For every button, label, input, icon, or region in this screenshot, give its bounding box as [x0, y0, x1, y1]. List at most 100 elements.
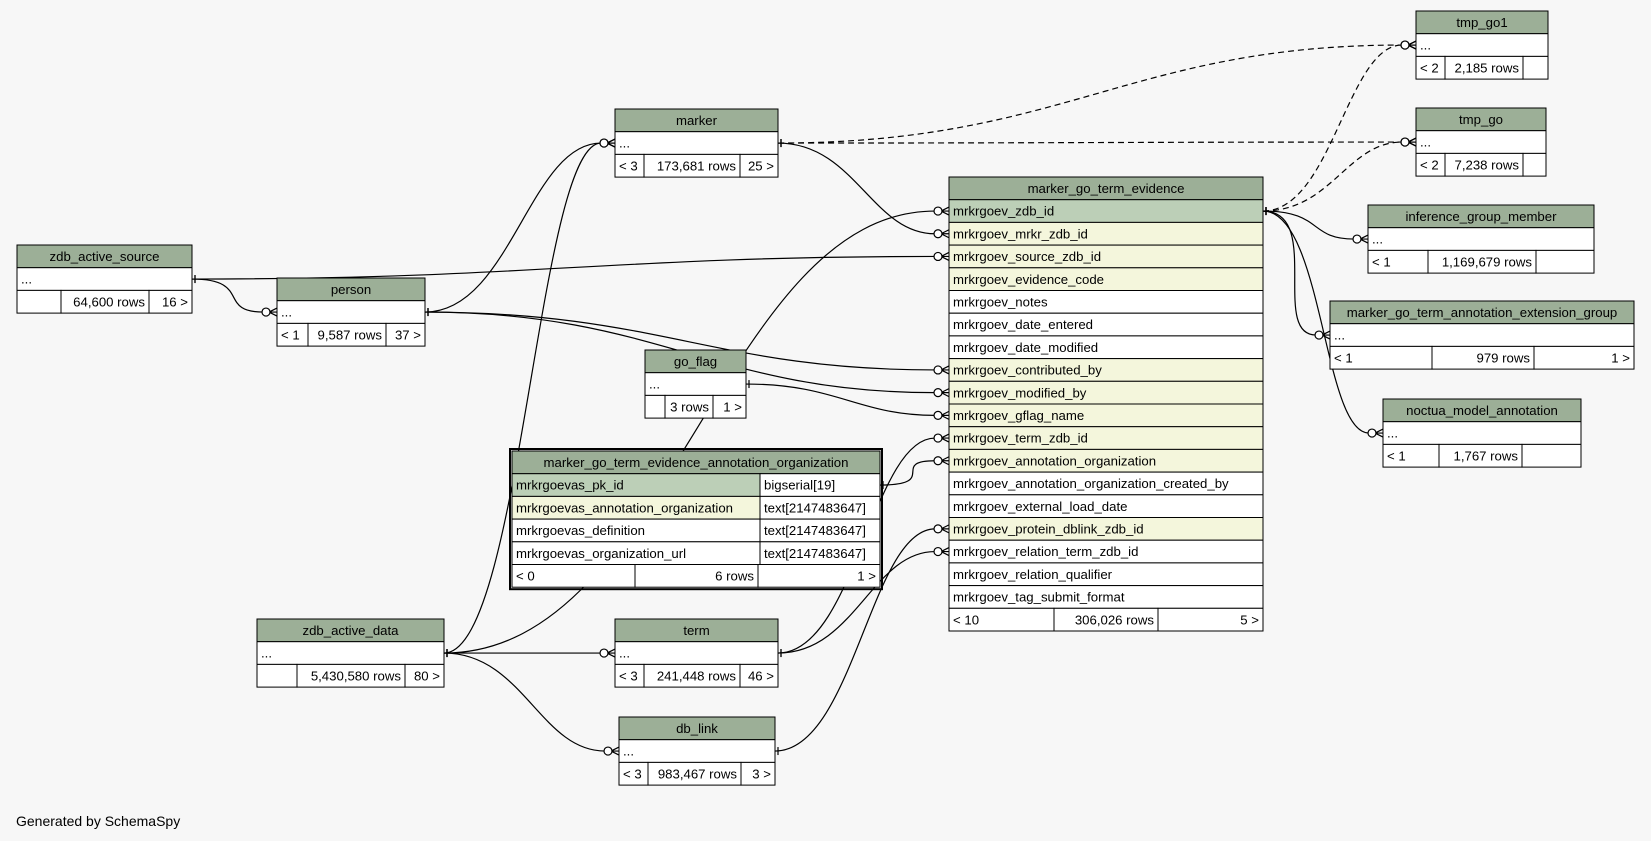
- column-name: ...: [1387, 426, 1398, 441]
- optional-marker: [1367, 428, 1377, 438]
- optional-marker: [933, 251, 943, 262]
- table-mgtea-org[interactable]: marker_go_term_evidence_annotation_organ…: [509, 448, 883, 591]
- relationship-edge: [879, 460, 936, 486]
- stats-rows: 1,767 rows: [1453, 448, 1518, 463]
- column-name: ...: [21, 272, 32, 287]
- column-cell: [1415, 33, 1549, 57]
- relationship-edge: [777, 550, 936, 654]
- column-name: ...: [261, 646, 272, 661]
- relationship-edge: [745, 383, 936, 416]
- column-name: mrkrgoevas_pk_id: [516, 478, 624, 493]
- relationship-edge: [777, 141, 1403, 144]
- table-zdb-active-source[interactable]: zdb_active_source... 64,600 rows 16 >: [16, 244, 193, 314]
- focus-outline: [509, 448, 883, 591]
- table-mgtaeg[interactable]: marker_go_term_annotation_extension_grou…: [1329, 300, 1635, 370]
- stats-children: 37 >: [395, 327, 421, 342]
- optional-marker: [933, 206, 943, 216]
- table-name: db_link: [676, 721, 718, 736]
- column-cell: [618, 739, 776, 763]
- stats-cell-children: [1533, 345, 1635, 370]
- table-name: tmp_go: [1459, 112, 1503, 127]
- relationship-edge: [191, 278, 264, 313]
- column-cell: [644, 372, 747, 396]
- column-name: mrkrgoev_evidence_code: [953, 272, 1104, 287]
- table-mgte[interactable]: marker_go_term_evidence mrkrgoev_zdb_idmr…: [948, 176, 1264, 632]
- stats-children: 16 >: [162, 294, 188, 309]
- column-name: mrkrgoev_zdb_id: [953, 204, 1054, 219]
- column-name: mrkrgoevas_annotation_organization: [516, 500, 733, 515]
- column-name: mrkrgoev_external_load_date: [953, 499, 1127, 514]
- stats-cell-children: [1522, 152, 1547, 177]
- stats-cell-children: [739, 663, 779, 688]
- relationship-edge: [1262, 210, 1370, 434]
- stats-parents: < 1: [1334, 350, 1353, 365]
- stats-parents: < 3: [619, 158, 638, 173]
- table-name: marker_go_term_evidence: [1028, 181, 1185, 196]
- column-name: mrkrgoev_date_entered: [953, 317, 1093, 332]
- stats-rows: 979 rows: [1476, 350, 1530, 365]
- stats-children: 5 >: [1240, 612, 1259, 627]
- stats-cell-children: [404, 663, 445, 688]
- column-name: mrkrgoev_tag_submit_format: [953, 590, 1125, 605]
- column-cell: [1415, 130, 1547, 154]
- stats-cell-children: [1521, 443, 1582, 468]
- optional-marker: [933, 456, 943, 466]
- optional-marker: [933, 546, 943, 557]
- stats-parents: < 3: [619, 668, 638, 683]
- stats-children: 1 >: [1611, 350, 1630, 365]
- table-name: marker_go_term_annotation_extension_grou…: [1347, 305, 1618, 320]
- table-name: zdb_active_source: [50, 249, 160, 264]
- optional-marker: [933, 388, 943, 398]
- stats-cell-children: [1522, 55, 1549, 80]
- table-name: noctua_model_annotation: [1406, 403, 1558, 418]
- relationship-edge: [191, 255, 936, 280]
- table-name: inference_group_member: [1405, 209, 1557, 224]
- stats-rows: 1,169,679 rows: [1442, 254, 1533, 269]
- relationship-edge: [424, 142, 602, 313]
- stats-cell-children: [740, 761, 776, 786]
- relationship-edge: [443, 652, 606, 752]
- stats-cell-children: [1535, 249, 1595, 274]
- column-name: ...: [1334, 328, 1345, 343]
- column-name: mrkrgoev_relation_term_zdb_id: [953, 544, 1138, 559]
- optional-marker: [599, 648, 609, 658]
- column-name: ...: [619, 646, 630, 661]
- column-cell: [276, 300, 426, 324]
- column-name: ...: [281, 305, 292, 320]
- stats-cell-parents: [644, 394, 666, 419]
- stats-parents: < 10: [953, 612, 979, 627]
- relationship-edge: [1262, 141, 1403, 212]
- column-cell: [1367, 227, 1595, 251]
- tables: zdb_active_source... 64,600 rows 16 > perso…: [16, 10, 1635, 786]
- relationship-edge: [777, 142, 936, 235]
- stats-parents: < 2: [1420, 157, 1439, 172]
- column-name: ...: [1420, 135, 1431, 150]
- stats-cell-children: [385, 322, 426, 347]
- column-type: text[2147483647]: [764, 523, 866, 538]
- optional-marker: [933, 365, 943, 375]
- column-cell: [614, 641, 779, 665]
- generated-by-footer: Generated by SchemaSpy: [16, 813, 181, 829]
- table-name: go_flag: [674, 354, 717, 369]
- column-cell: [614, 131, 779, 155]
- column-type: text[2147483647]: [764, 500, 866, 515]
- column-name: mrkrgoevas_organization_url: [516, 546, 686, 561]
- relationship-edges: [191, 40, 1417, 756]
- relationship-edge: [424, 311, 936, 371]
- column-type: bigserial[19]: [764, 478, 835, 493]
- column-name: ...: [623, 744, 634, 759]
- optional-marker: [1352, 234, 1362, 244]
- stats-rows: 64,600 rows: [73, 294, 145, 309]
- stats-rows: 241,448 rows: [657, 668, 737, 683]
- stats-rows: 5,430,580 rows: [311, 668, 402, 683]
